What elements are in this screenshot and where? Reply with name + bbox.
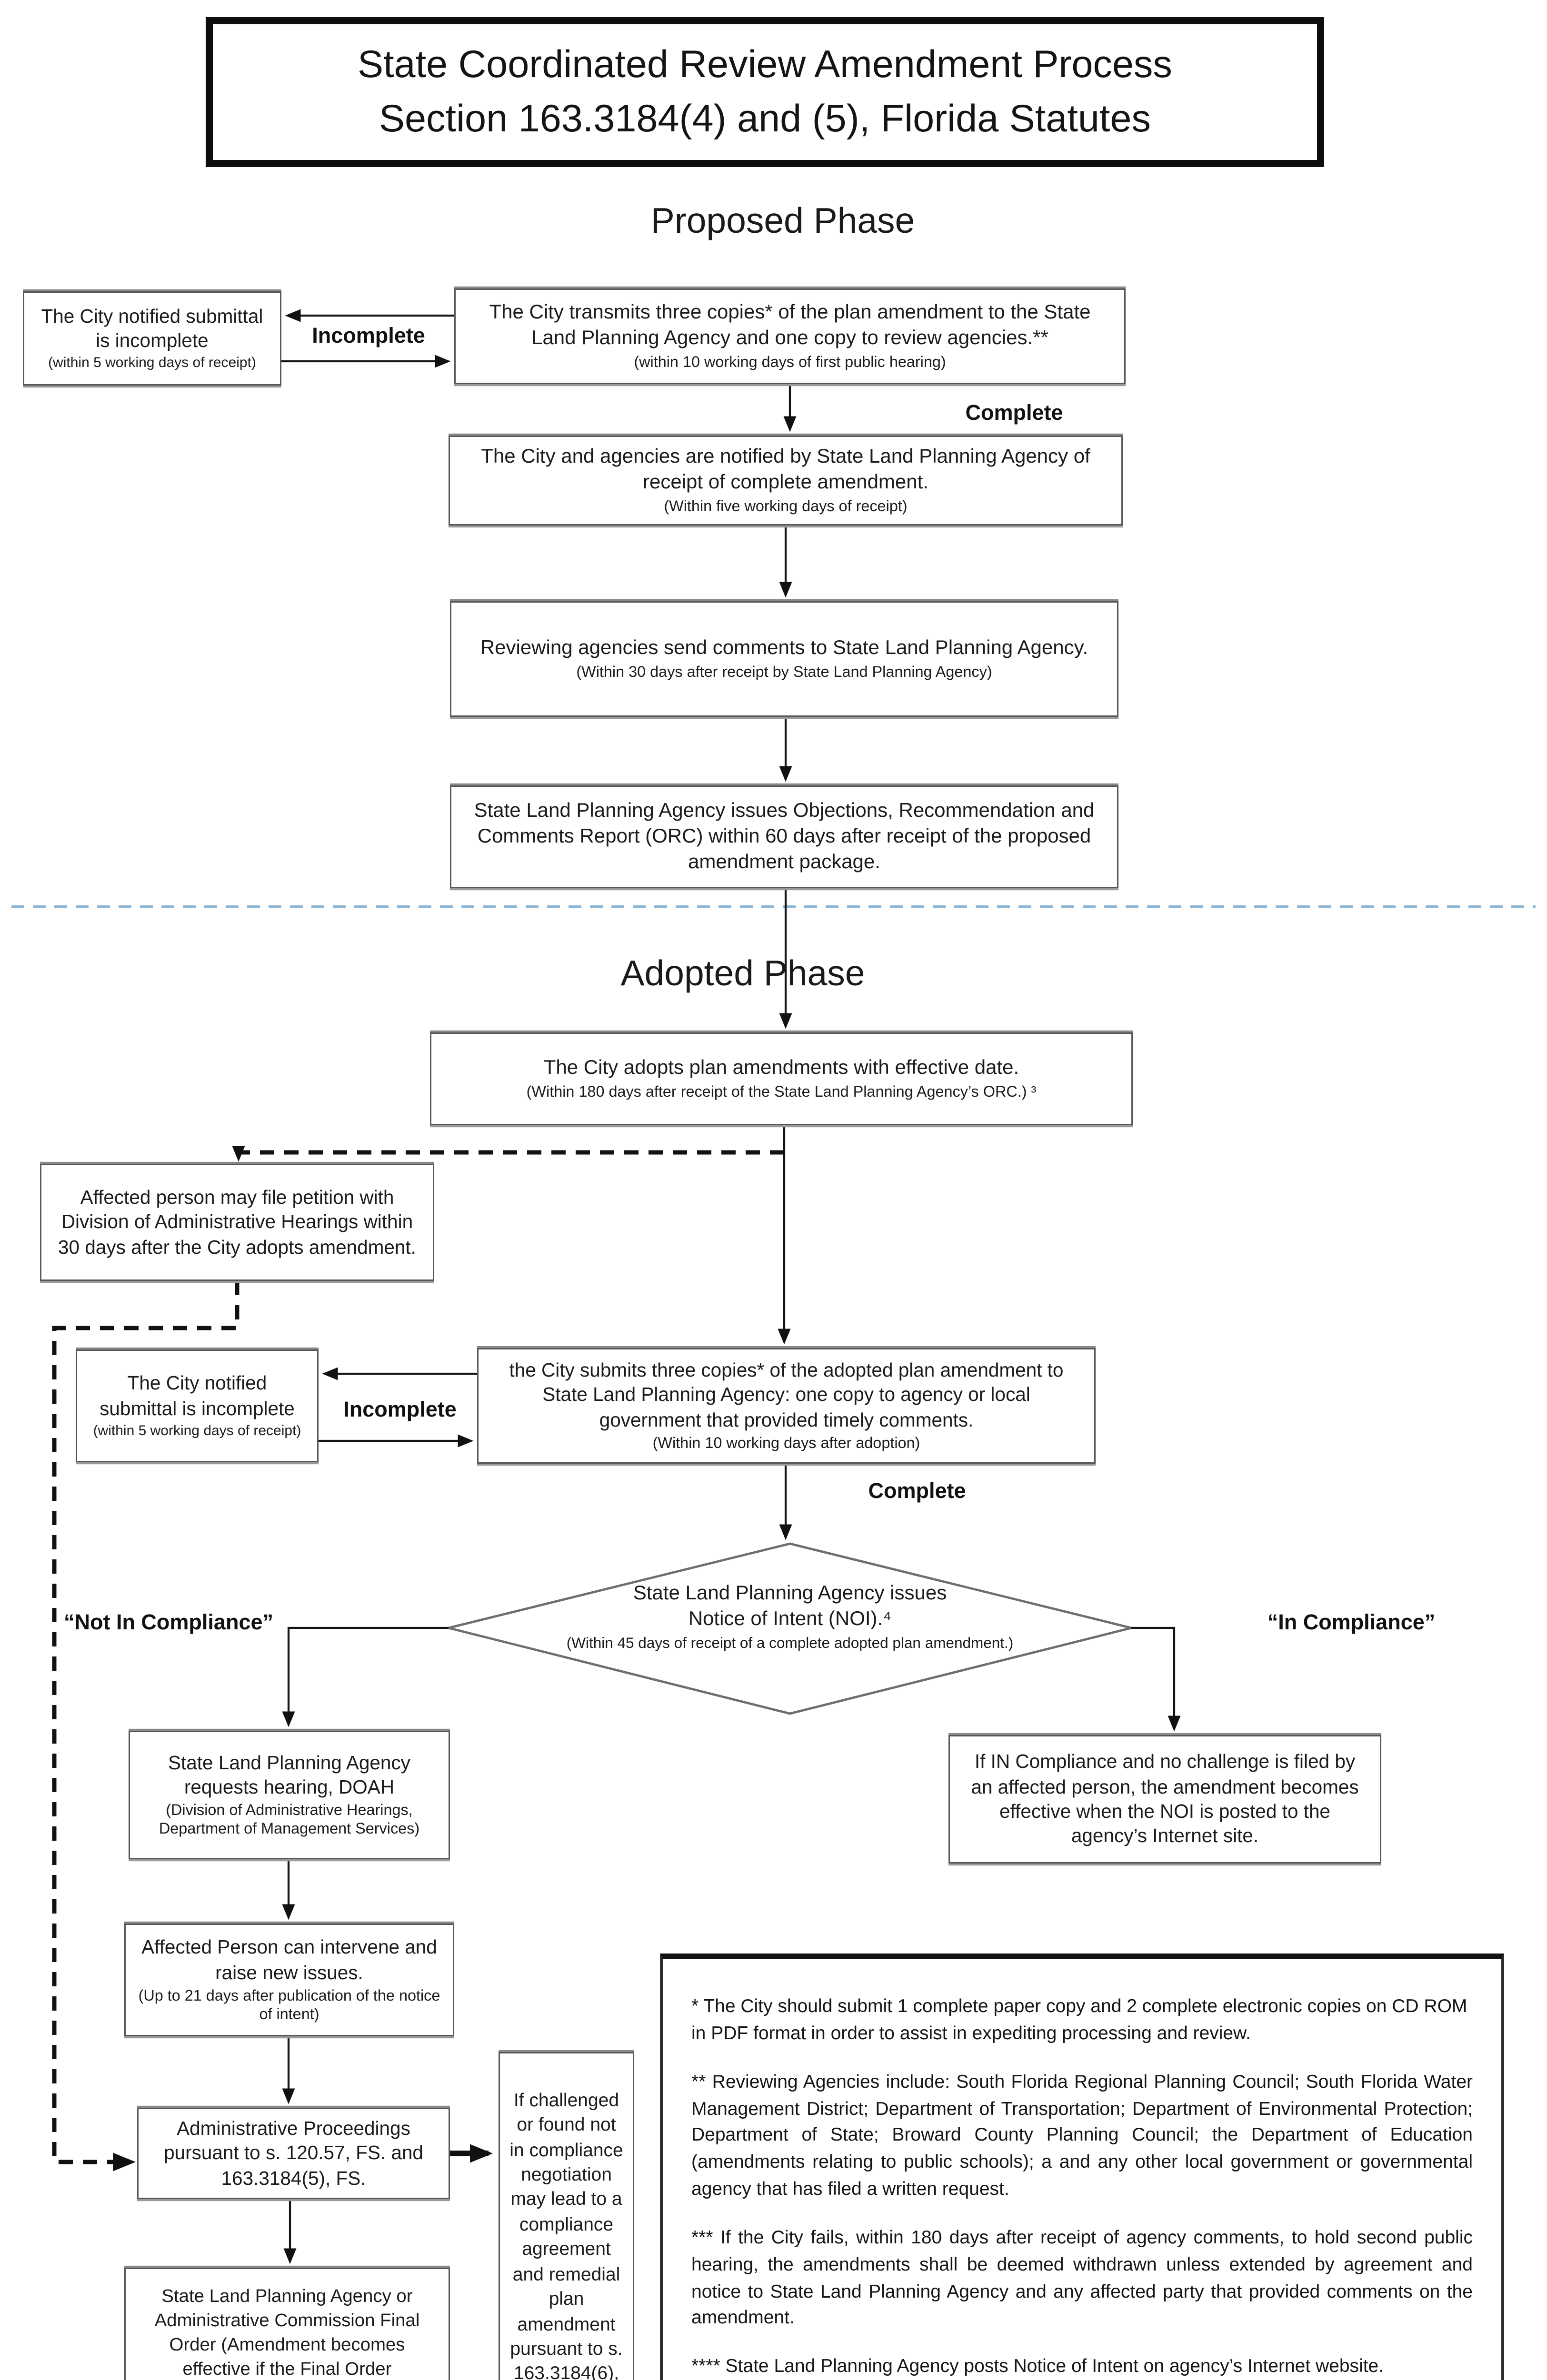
label-not-in-compliance: “Not In Compliance” [63,1611,274,1635]
node-orc-report-text: State Land Planning Agency issues Object… [474,798,1095,873]
branch-in-compliance [1131,1626,1181,1732]
node-agency-comments-text: Reviewing agencies send comments to Stat… [480,635,1088,659]
node-receipt-notice: The City and agencies are notified by St… [449,436,1123,526]
noi-decision-diamond [448,1542,1132,1715]
node-in-compliance-effective: If IN Compliance and no challenge is fil… [948,1735,1381,1864]
footnote-3: *** If the City fails, within 180 days a… [691,2226,1473,2329]
node-notified-incomplete-adopted-note: (within 5 working days of receipt) [93,1423,301,1439]
node-notified-incomplete-proposed-note: (within 5 working days of receipt) [48,356,256,372]
node-transmit: The City transmits three copies* of the … [454,288,1126,384]
label-complete-adopted: Complete [868,1479,966,1504]
node-challenged-text: If challenged or found not in compliance… [509,2089,623,2380]
node-request-hearing-text: State Land Planning Agency requests hear… [168,1752,410,1798]
node-intervene-note: (Up to 21 days after publication of the … [138,1987,440,2023]
node-in-compliance-effective-text: If IN Compliance and no challenge is fil… [971,1751,1359,1847]
label-incomplete-proposed: Incomplete [312,324,425,348]
heading-proposed-phase: Proposed Phase [650,201,915,241]
node-intervene-text: Affected Person can intervene and raise … [141,1936,437,1983]
node-adopt-text: The City adopts plan amendments with eff… [543,1055,1019,1079]
dashed-petition-to-admin [52,1281,240,2172]
label-incomplete-adopted: Incomplete [343,1398,457,1422]
node-receipt-notice-note: (Within five working days of receipt) [664,498,908,516]
node-petition-text: Affected person may file petition with D… [58,1187,416,1258]
node-notified-incomplete-adopted-text: The City notified submittal is incomplet… [100,1372,295,1419]
page-title-line2: Section 163.3184(4) and (5), Florida Sta… [379,96,1151,139]
node-admin-proceedings: Administrative Proceedings pursuant to s… [137,2108,450,2199]
node-petition: Affected person may file petition with D… [40,1164,434,1281]
node-admin-proceedings-text: Administrative Proceedings pursuant to s… [164,2118,423,2189]
node-noi-decision-text: State Land Planning Agency issues Notice… [633,1581,947,1630]
label-complete-proposed: Complete [965,401,1063,426]
node-transmit-note: (within 10 working days of first public … [634,354,946,371]
node-request-hearing-note: (Division of Administrative Hearings, De… [159,1802,420,1838]
node-final-order: State Land Planning Agency or Administra… [124,2268,450,2380]
node-notified-incomplete-adopted: The City notified submittal is incomplet… [76,1349,319,1462]
dashed-adopt-to-petition [232,1146,784,1162]
node-noi-decision: State Land Planning Agency issues Notice… [454,1579,1126,1653]
node-noi-decision-note: (Within 45 days of receipt of a complete… [566,1636,1014,1653]
node-final-order-text: State Land Planning Agency or Administra… [154,2285,420,2379]
node-notified-incomplete-proposed-text: The City notified submittal is incomplet… [41,305,263,351]
node-request-hearing: State Land Planning Agency requests hear… [129,1731,450,1859]
node-agency-comments: Reviewing agencies send comments to Stat… [450,601,1118,717]
title-box: State Coordinated Review Amendment Proce… [206,17,1324,167]
node-submit-adopted-text: the City submits three copies* of the ad… [509,1359,1064,1430]
page-title-line1: State Coordinated Review Amendment Proce… [358,42,1172,86]
branch-not-in-compliance [282,1626,449,1727]
node-challenged: If challenged or found not in compliance… [499,2052,634,2380]
node-submit-adopted: the City submits three copies* of the ad… [477,1348,1096,1464]
heading-adopted-phase: Adopted Phase [620,954,865,994]
node-agency-comments-note: (Within 30 days after receipt by State L… [576,664,992,681]
node-orc-report: State Land Planning Agency issues Object… [450,785,1118,888]
node-submit-adopted-note: (Within 10 working days after adoption) [652,1435,920,1452]
node-adopt: The City adopts plan amendments with eff… [430,1032,1133,1125]
node-adopt-note: (Within 180 days after receipt of the St… [526,1083,1037,1101]
node-receipt-notice-text: The City and agencies are notified by St… [481,444,1090,493]
footnote-1: * The City should submit 1 complete pape… [691,1995,1467,2043]
node-transmit-text: The City transmits three copies* of the … [489,300,1091,349]
footnotes-box: * The City should submit 1 complete pape… [660,1954,1504,2380]
label-in-compliance: “In Compliance” [1267,1611,1436,1635]
node-intervene: Affected Person can intervene and raise … [124,1924,454,2036]
footnote-2: ** Reviewing Agencies include: South Flo… [691,2070,1473,2200]
node-notified-incomplete-proposed: The City notified submittal is incomplet… [23,291,281,386]
footnote-4: **** State Land Planning Agency posts No… [691,2355,1384,2377]
